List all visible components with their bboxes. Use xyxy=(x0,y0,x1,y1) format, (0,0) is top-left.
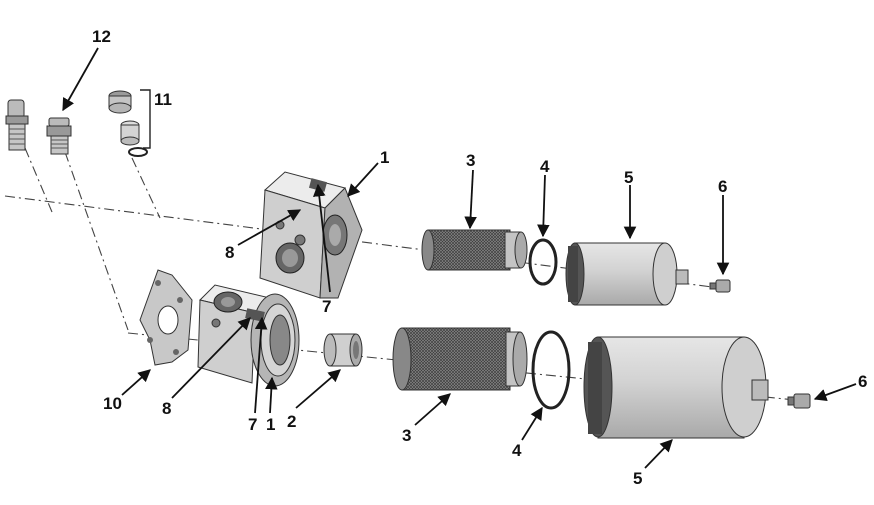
mounting-bracket-10 xyxy=(139,269,193,366)
callout-11: 11 xyxy=(154,90,172,109)
callout-5-bottom: 5 xyxy=(633,469,642,488)
callout-1-top: 1 xyxy=(380,148,389,167)
callout-3-bottom: 3 xyxy=(402,426,411,445)
filter-element-upper xyxy=(421,229,528,271)
leader-4-top xyxy=(537,174,550,238)
callout-5-top: 5 xyxy=(624,168,633,187)
filter-element-lower xyxy=(392,327,528,391)
fitting-12 xyxy=(46,117,72,155)
leader-8-top xyxy=(237,209,302,246)
leader-8-bottom xyxy=(171,317,251,399)
callout-leaders xyxy=(62,47,857,469)
leader-1-top xyxy=(347,162,379,197)
callout-7-bottom: 7 xyxy=(248,415,257,434)
callout-4-top: 4 xyxy=(540,157,550,176)
callout-12: 12 xyxy=(92,27,111,46)
callout-3-top: 3 xyxy=(466,151,475,170)
drain-plug-upper xyxy=(709,279,731,293)
callout-10: 10 xyxy=(103,394,122,413)
callout-4-bottom: 4 xyxy=(512,441,522,460)
plug-11-drop-line xyxy=(131,157,161,219)
callout-8-bottom: 8 xyxy=(162,399,171,418)
leader-6-bottom xyxy=(813,383,857,402)
callout-7-top: 7 xyxy=(322,297,331,316)
leader-5-bottom xyxy=(644,439,673,469)
leader-10 xyxy=(121,369,151,396)
leader-1-bottom xyxy=(265,376,278,414)
callout-6-bottom: 6 xyxy=(858,372,867,391)
filter-head-lower xyxy=(197,284,300,387)
filter-bowl-lower xyxy=(583,336,769,439)
o-ring-lower xyxy=(531,330,571,410)
plug-11 xyxy=(108,90,148,157)
drain-plug-lower xyxy=(787,393,811,409)
filter-bowl-upper xyxy=(565,242,689,306)
fitting-12-drop-line xyxy=(64,151,129,331)
fitting-elbow xyxy=(5,99,29,151)
callout-6-top: 6 xyxy=(718,177,727,196)
leader-3-top xyxy=(464,169,477,230)
leader-12 xyxy=(62,47,99,112)
callout-8-top: 8 xyxy=(225,243,234,262)
leader-7-bottom xyxy=(254,316,268,414)
leader-3-bottom xyxy=(414,393,451,426)
leader-4-bottom xyxy=(521,406,543,441)
leader-7-top xyxy=(313,183,331,293)
leader-2 xyxy=(295,369,341,409)
callout-2: 2 xyxy=(287,412,296,431)
o-ring-upper xyxy=(528,238,558,286)
filter-head-upper xyxy=(259,171,363,299)
fitting-left-drop-line xyxy=(24,147,53,213)
bracket-11 xyxy=(140,89,151,149)
bushing-2 xyxy=(323,333,363,367)
callout-1-bottom: 1 xyxy=(266,415,275,434)
